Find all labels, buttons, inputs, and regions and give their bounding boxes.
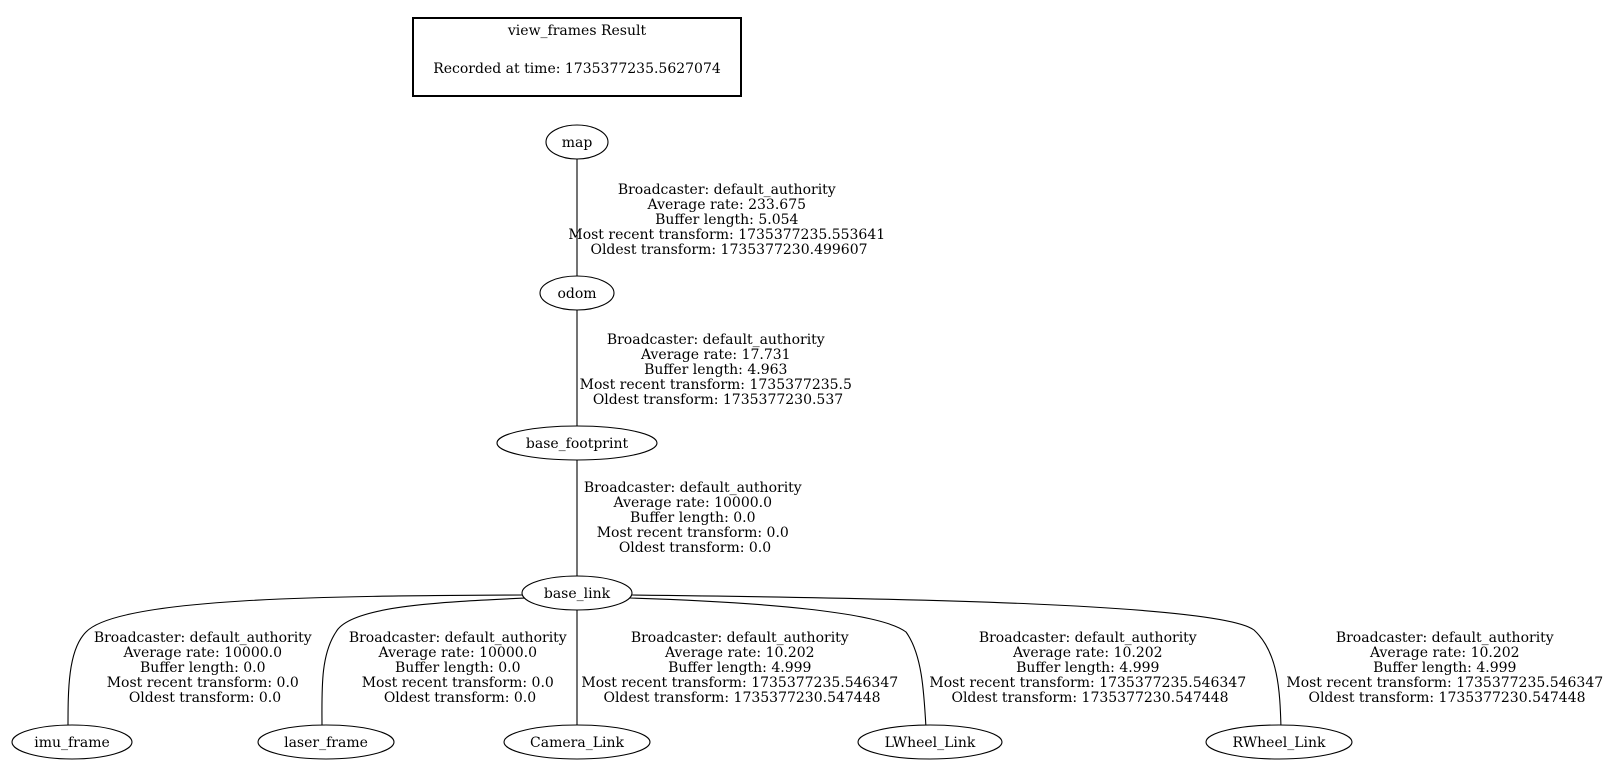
edge-base-link-camera-link: Broadcaster: default_authority Average r… [572, 610, 902, 741]
edge-odom-base-footprint: Broadcaster: default_authority Average r… [572, 309, 857, 444]
node-rwheel-link: RWheel_Link [1205, 724, 1353, 760]
node-label: RWheel_Link [1233, 735, 1326, 751]
edge-line [321, 597, 527, 729]
node-label: LWheel_Link [885, 735, 976, 751]
node-label: Camera_Link [530, 735, 624, 751]
node-label: laser_frame [284, 735, 368, 751]
edge-label: Broadcaster: default_authority Average r… [1286, 630, 1607, 706]
node-ellipse [11, 724, 133, 760]
edge-line [629, 597, 927, 729]
edge-label: Broadcaster: default_authority Average r… [568, 182, 889, 258]
node-ellipse [539, 275, 615, 311]
recorded-time: Recorded at time: 1735377235.5627074 [433, 61, 721, 77]
node-odom: odom [539, 275, 615, 311]
node-lwheel-link: LWheel_Link [857, 724, 1003, 760]
result-title: view_frames Result [507, 23, 647, 39]
result-header-box [412, 17, 742, 97]
edge-base-footprint-base-link: Broadcaster: default_authority Average r… [572, 460, 806, 594]
edge-line [67, 594, 525, 729]
node-label: odom [557, 286, 596, 302]
result-header: view_frames Result Recorded at time: 173… [412, 17, 742, 97]
node-camera-link: Camera_Link [503, 724, 651, 760]
node-map: map [545, 124, 609, 160]
node-base-footprint: base_footprint [496, 425, 658, 461]
node-ellipse [257, 724, 395, 760]
edge-map-odom: Broadcaster: default_authority Average r… [568, 159, 889, 296]
node-ellipse [545, 124, 609, 160]
node-imu-frame: imu_frame [11, 724, 133, 760]
edge-base-link-rwheel-link: Broadcaster: default_authority Average r… [631, 594, 1607, 741]
edge-label: Broadcaster: default_authority Average r… [580, 332, 857, 408]
node-ellipse [521, 575, 633, 611]
edge-label: Broadcaster: default_authority Average r… [349, 630, 571, 706]
edge-base-link-laser-frame: Broadcaster: default_authority Average r… [317, 597, 571, 741]
node-laser-frame: laser_frame [257, 724, 395, 760]
node-label: map [562, 135, 593, 151]
edge-base-link-lwheel-link: Broadcaster: default_authority Average r… [629, 597, 1250, 741]
edge-label: Broadcaster: default_authority Average r… [584, 480, 806, 556]
node-base-link: base_link [521, 575, 633, 611]
edge-line [631, 594, 1282, 729]
node-label: imu_frame [34, 735, 110, 751]
edge-label: Broadcaster: default_authority Average r… [94, 630, 316, 706]
node-ellipse [1205, 724, 1353, 760]
edge-label: Broadcaster: default_authority Average r… [929, 630, 1250, 706]
node-label: base_link [544, 586, 611, 602]
node-ellipse [496, 425, 658, 461]
edge-base-link-imu-frame: Broadcaster: default_authority Average r… [63, 594, 525, 741]
edge-label: Broadcaster: default_authority Average r… [581, 630, 902, 706]
node-ellipse [503, 724, 651, 760]
node-label: base_footprint [526, 436, 629, 452]
node-ellipse [857, 724, 1003, 760]
